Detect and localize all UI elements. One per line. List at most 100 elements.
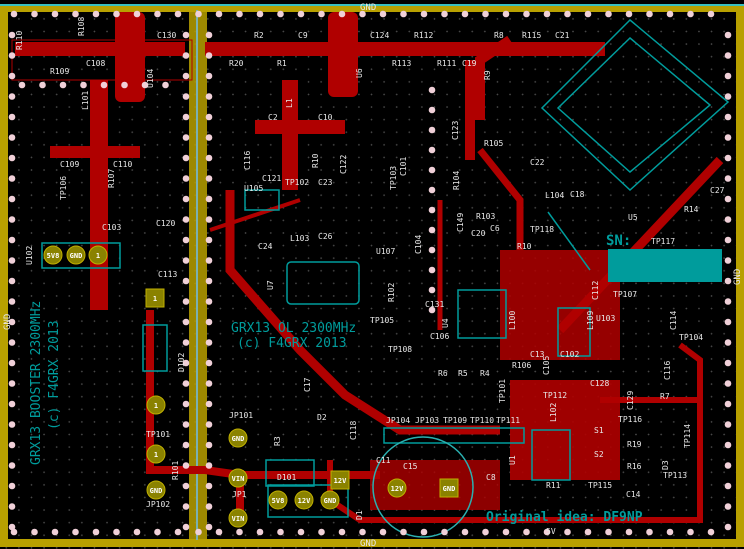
ref-tp109[interactable]: TP109: [443, 416, 467, 425]
ref-c113[interactable]: C113: [158, 270, 177, 279]
ref-r106[interactable]: R106: [512, 361, 531, 370]
ref-jp1[interactable]: JP1: [232, 490, 247, 499]
ref-tp101[interactable]: TP101: [498, 379, 507, 403]
ref-r1[interactable]: R1: [277, 59, 287, 68]
ref-c17[interactable]: C17: [303, 377, 312, 392]
ref-c120[interactable]: C120: [156, 219, 175, 228]
ref-l101[interactable]: L101: [81, 91, 90, 110]
pad[interactable]: [228, 468, 248, 488]
pad[interactable]: [66, 245, 86, 265]
ref-tp115[interactable]: TP115: [588, 481, 612, 490]
ref-u5[interactable]: U5: [628, 213, 638, 222]
ref-c8[interactable]: C8: [486, 473, 496, 482]
ref-d3[interactable]: D3: [661, 460, 670, 470]
ref-r8[interactable]: R8: [494, 31, 504, 40]
ref-jp102[interactable]: JP102: [146, 500, 170, 509]
ref-c114[interactable]: C114: [669, 311, 678, 330]
ref-c15[interactable]: C15: [403, 462, 418, 471]
ref-r113[interactable]: R113: [392, 59, 411, 68]
ref-c118[interactable]: C118: [349, 421, 358, 440]
ref-d101[interactable]: D101: [277, 473, 296, 482]
pad[interactable]: [146, 395, 166, 415]
ref-c13[interactable]: C13: [530, 350, 545, 359]
ref-l102[interactable]: L102: [549, 403, 558, 422]
ref-d2[interactable]: D2: [317, 413, 327, 422]
ref-jp101[interactable]: JP101: [229, 411, 253, 420]
ref-u6[interactable]: U6: [355, 68, 364, 78]
ref-r10[interactable]: R10: [517, 242, 532, 251]
ref-c18[interactable]: C18: [570, 190, 585, 199]
ref-c23[interactable]: C23: [318, 178, 333, 187]
ref-r3[interactable]: R3: [273, 436, 282, 446]
ref-u1[interactable]: U1: [508, 455, 517, 465]
ref-u102[interactable]: U102: [25, 246, 34, 265]
ref-r105[interactable]: R105: [484, 139, 503, 148]
ref-tp104[interactable]: TP104: [679, 333, 703, 342]
ref-c10[interactable]: C10: [318, 113, 333, 122]
ref-r11[interactable]: R11: [546, 481, 561, 490]
pad[interactable]: [145, 288, 165, 308]
ref-r111[interactable]: R111: [437, 59, 456, 68]
pad[interactable]: [294, 490, 314, 510]
ref-tp118[interactable]: TP118: [530, 225, 554, 234]
ref-s2[interactable]: S2: [594, 450, 604, 459]
ref-c24[interactable]: C24: [258, 242, 273, 251]
pad[interactable]: [268, 490, 288, 510]
ref-jp104[interactable]: JP104: [386, 416, 410, 425]
ref-tp101[interactable]: TP101: [146, 430, 170, 439]
ref-tp113[interactable]: TP113: [663, 471, 687, 480]
ref-d1[interactable]: D1: [355, 510, 364, 520]
ref-tp105[interactable]: TP105: [370, 316, 394, 325]
ref-c102[interactable]: C102: [560, 350, 579, 359]
ref-s1[interactable]: S1: [594, 426, 604, 435]
ref-c122[interactable]: C122: [339, 155, 348, 174]
ref-c130[interactable]: C130: [157, 31, 176, 40]
pad[interactable]: [228, 428, 248, 448]
ref-u7[interactable]: U7: [266, 280, 275, 290]
ref-tp117[interactable]: TP117: [651, 237, 675, 246]
ref-c110[interactable]: C110: [113, 160, 132, 169]
ref-r103[interactable]: R103: [476, 212, 495, 221]
ref-c123[interactable]: C123: [451, 121, 460, 140]
ref-r7[interactable]: R7: [660, 392, 670, 401]
ref-tp103[interactable]: TP103: [389, 166, 398, 190]
ref-tp111[interactable]: TP111: [496, 416, 520, 425]
ref-tp106[interactable]: TP106: [59, 176, 68, 200]
ref-u105[interactable]: U105: [244, 184, 263, 193]
ref-tp112[interactable]: TP112: [543, 391, 567, 400]
ref-l103[interactable]: L103: [290, 234, 309, 243]
ref-tp107[interactable]: TP107: [613, 290, 637, 299]
ref-l109[interactable]: L109: [586, 311, 595, 330]
ref-r19[interactable]: R19: [627, 440, 642, 449]
ref-tp114[interactable]: TP114: [683, 424, 692, 448]
ref-c121[interactable]: C121: [262, 174, 281, 183]
ref-r107[interactable]: R107: [107, 169, 116, 188]
pad[interactable]: [146, 444, 166, 464]
pad[interactable]: [146, 480, 166, 500]
ref-u103[interactable]: U103: [596, 314, 615, 323]
ref-c6[interactable]: C6: [490, 224, 500, 233]
ref-c109[interactable]: C109: [60, 160, 79, 169]
ref-c9[interactable]: C9: [298, 31, 308, 40]
ref-r109[interactable]: R109: [50, 67, 69, 76]
ref-c149[interactable]: C149: [456, 213, 465, 232]
ref-l1[interactable]: L1: [285, 98, 294, 108]
ref-r14[interactable]: R14: [684, 205, 699, 214]
ref-u107[interactable]: U107: [376, 247, 395, 256]
ref-r10[interactable]: R10: [311, 153, 320, 168]
ref-5v[interactable]: 5V: [546, 527, 556, 536]
ref-c128[interactable]: C128: [590, 379, 609, 388]
ref-tp116[interactable]: TP116: [618, 415, 642, 424]
pad[interactable]: [320, 490, 340, 510]
ref-c2[interactable]: C2: [268, 113, 278, 122]
pad[interactable]: [387, 478, 407, 498]
ref-r108[interactable]: R108: [77, 17, 86, 36]
ref-c116[interactable]: C116: [243, 151, 252, 170]
ref-c20[interactable]: C20: [471, 229, 486, 238]
ref-r16[interactable]: R16: [627, 462, 642, 471]
pad[interactable]: [88, 245, 108, 265]
ref-l100[interactable]: L100: [508, 311, 517, 330]
ref-c124[interactable]: C124: [370, 31, 389, 40]
